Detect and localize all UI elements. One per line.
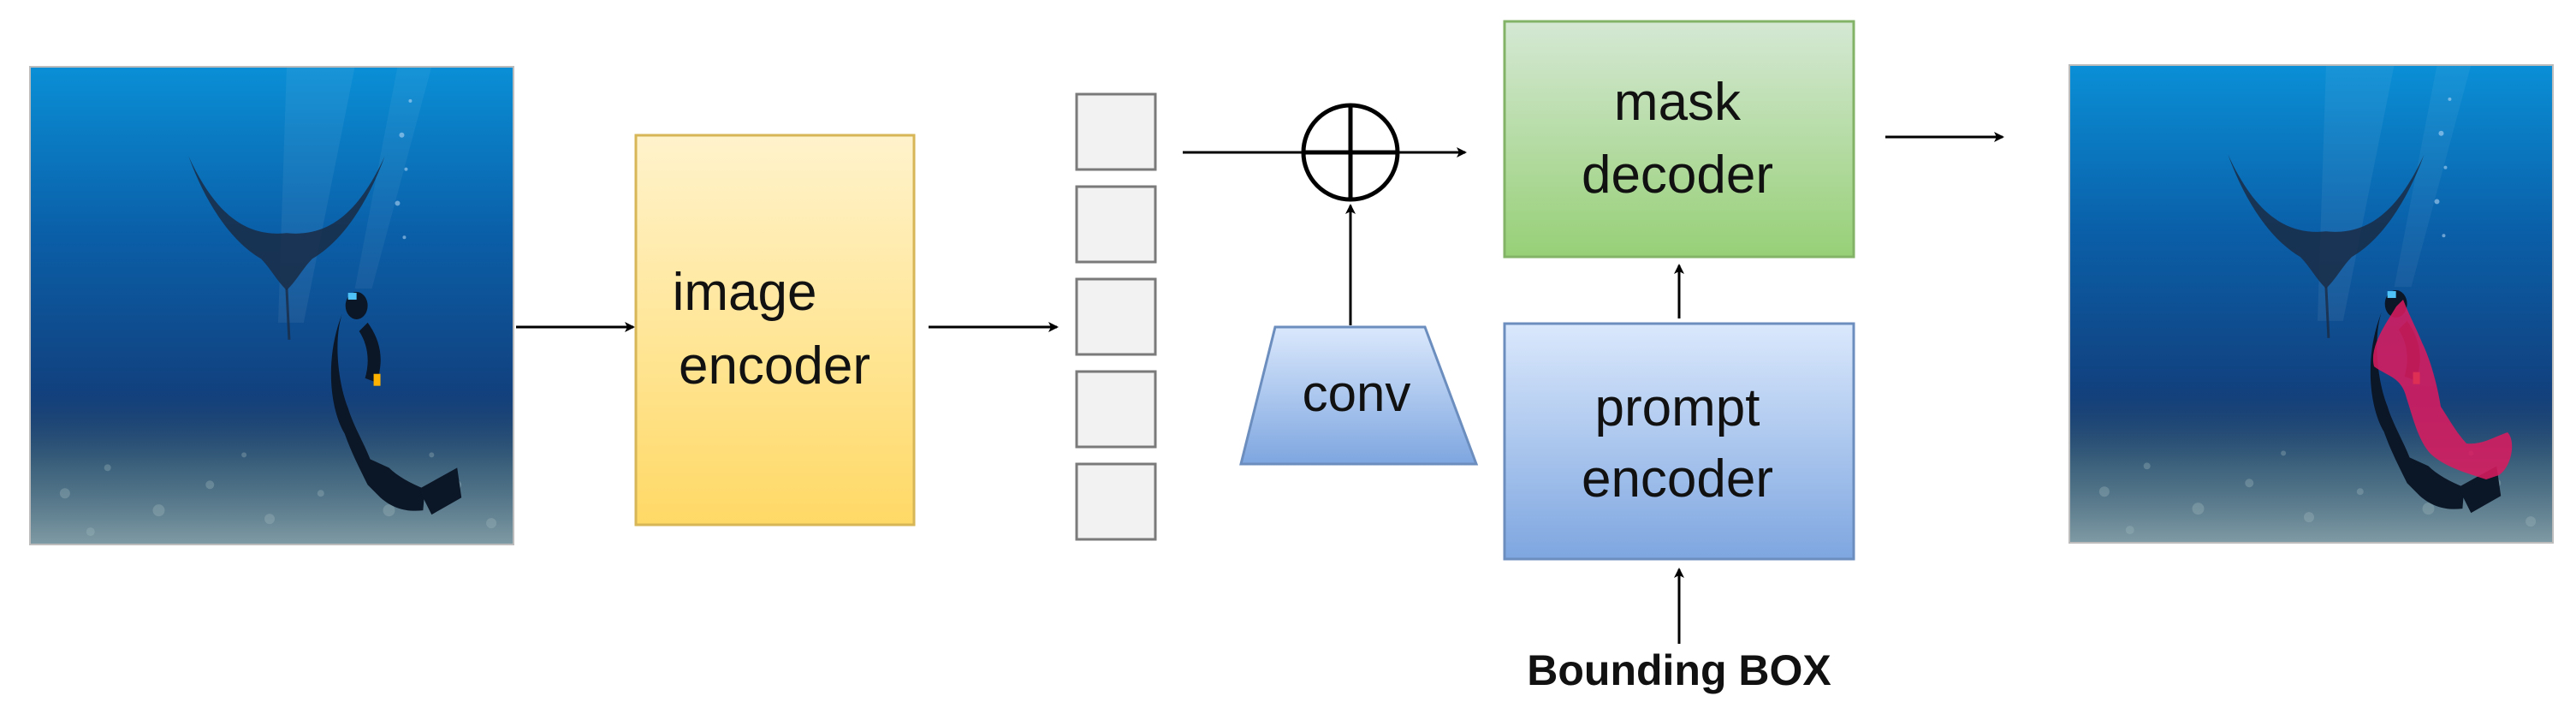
embedding-cell xyxy=(1075,92,1157,171)
mask-decoder-label-line2: decoder xyxy=(1582,146,1773,205)
output-image xyxy=(2069,64,2554,544)
mask-decoder-block: mask decoder xyxy=(1503,20,1855,259)
embedding-cell xyxy=(1075,185,1157,264)
circled-plus-icon xyxy=(1301,103,1400,202)
prompt-encoder-label-line2: encoder xyxy=(1582,449,1773,509)
conv-label: conv xyxy=(1303,365,1411,422)
image-encoder-label-line2: encoder xyxy=(679,336,870,396)
underwater-diver-photo-icon xyxy=(30,67,513,544)
prompt-encoder-block: prompt encoder xyxy=(1503,322,1855,561)
embedding-cell xyxy=(1075,370,1157,449)
image-encoder-label-line1: image xyxy=(673,263,817,322)
segmentation-mask xyxy=(2372,300,2513,479)
image-encoder-block: image encoder xyxy=(634,134,916,527)
prompt-encoder-label-line1: prompt xyxy=(1595,378,1760,437)
input-image xyxy=(29,66,514,545)
embedding-cell xyxy=(1075,277,1157,356)
conv-block: conv xyxy=(1239,325,1479,466)
mask-decoder-label-line1: mask xyxy=(1614,73,1742,132)
bounding-box-label: Bounding BOX xyxy=(1527,646,1831,694)
embedding-cell xyxy=(1075,462,1157,541)
embedding-stack xyxy=(1075,92,1157,541)
